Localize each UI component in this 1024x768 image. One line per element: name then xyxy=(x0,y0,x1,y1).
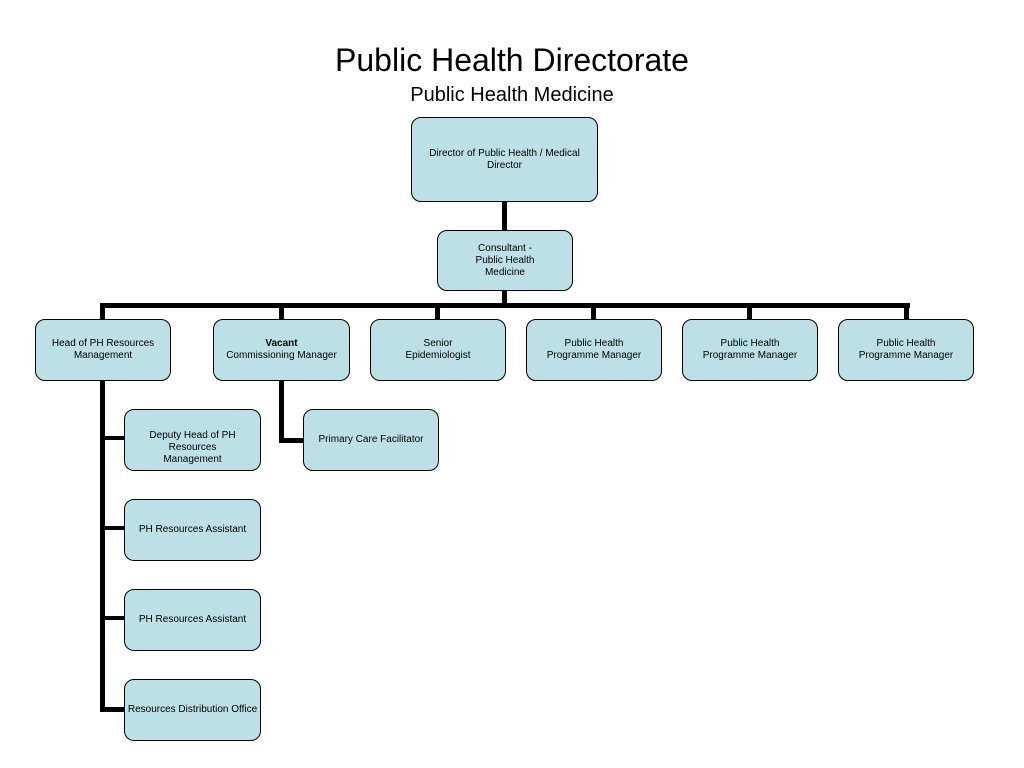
connector-assistant-1 xyxy=(100,526,125,530)
org-box-label: Deputy Head of PH Resources Management xyxy=(149,430,236,465)
connector-distribution-office xyxy=(100,707,125,712)
org-box-label: Senior Epidemiologist xyxy=(405,338,471,361)
org-box-commissioning-manager: Vacant Commissioning Manager xyxy=(213,319,350,381)
org-box-director: Director of Public Health / Medical Dire… xyxy=(411,117,598,202)
connector-level2-bus xyxy=(100,303,910,308)
connector-drop-head-resources xyxy=(100,303,105,320)
org-box-label: Public Health Programme Manager xyxy=(858,338,954,361)
org-box-distribution-office: Resources Distribution Office xyxy=(124,679,261,741)
connector-drop-commissioning xyxy=(279,303,284,320)
connector-drop-programme-1 xyxy=(591,303,596,320)
connector-resources-spine xyxy=(100,380,105,712)
org-box-deputy-head: Deputy Head of PH Resources Management xyxy=(124,409,261,471)
org-box-label: Head of PH Resources Management xyxy=(51,338,155,361)
org-box-senior-epidemiologist: Senior Epidemiologist xyxy=(370,319,506,381)
org-box-label: Public Health Programme Manager xyxy=(702,338,798,361)
org-box-primary-care-facilitator: Primary Care Facilitator xyxy=(303,409,439,471)
org-box-label: Commissioning Manager xyxy=(226,350,337,361)
org-box-label: PH Resources Assistant xyxy=(138,524,247,535)
page-title: Public Health Directorate xyxy=(335,42,689,78)
org-box-label: PH Resources Assistant xyxy=(138,614,247,625)
page-subtitle: Public Health Medicine xyxy=(410,84,614,106)
org-box-label: Public Health Programme Manager xyxy=(546,338,642,361)
connector-drop-epidemiologist xyxy=(435,303,440,320)
connector-primary-care xyxy=(279,438,305,443)
connector-drop-programme-3 xyxy=(904,303,909,320)
connector-deputy-head xyxy=(100,436,125,440)
vacant-label: Vacant xyxy=(265,338,298,349)
connector-commissioning-spine xyxy=(279,380,284,443)
org-box-consultant: Consultant - Public Health Medicine xyxy=(437,230,573,291)
org-box-programme-manager-2: Public Health Programme Manager xyxy=(682,319,818,381)
org-box-resources-assistant-2: PH Resources Assistant xyxy=(124,589,261,651)
org-box-label: Resources Distribution Office xyxy=(127,704,258,715)
connector-consultant-bus-vertical xyxy=(502,290,507,306)
connector-director-consultant xyxy=(502,201,507,231)
org-box-programme-manager-3: Public Health Programme Manager xyxy=(838,319,974,381)
org-box-head-ph-resources: Head of PH Resources Management xyxy=(35,319,171,381)
org-box-label: Primary Care Facilitator xyxy=(318,434,424,445)
org-box-label: Director of Public Health / Medical Dire… xyxy=(429,148,580,171)
org-box-programme-manager-1: Public Health Programme Manager xyxy=(526,319,662,381)
connector-assistant-2 xyxy=(100,616,125,620)
connector-drop-programme-2 xyxy=(747,303,752,320)
org-box-resources-assistant-1: PH Resources Assistant xyxy=(124,499,261,561)
org-box-label: Consultant - Public Health Medicine xyxy=(475,242,535,278)
